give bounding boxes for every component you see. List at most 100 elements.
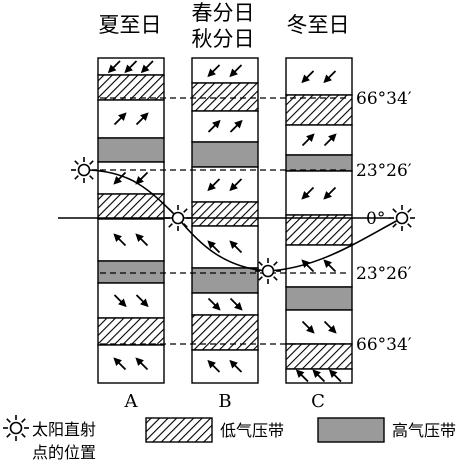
wind-belt xyxy=(191,292,259,316)
wind-belt xyxy=(97,344,165,384)
wind-arrow-icon xyxy=(301,186,315,200)
wind-arrow-icon xyxy=(323,70,337,84)
column-label-C: C xyxy=(311,391,325,412)
low-pressure-belt xyxy=(191,82,259,112)
legend: 太阳直射 点的位置 低气压带 高气压带 xyxy=(2,414,456,462)
low-pressure-belt xyxy=(285,94,353,126)
belt-columns xyxy=(97,57,353,384)
wind-arrow-icon xyxy=(301,320,315,334)
wind-arrow-icon xyxy=(229,297,243,311)
lat-label-eq: 0° xyxy=(366,209,385,229)
wind-arrow-icon xyxy=(328,369,342,383)
wind-arrow-icon xyxy=(113,171,127,185)
wind-arrow-icon xyxy=(312,369,326,383)
wind-arrow-icon xyxy=(207,178,221,192)
wind-arrow-icon xyxy=(113,112,127,126)
wind-arrow-icon xyxy=(135,171,149,185)
wind-arrow-icon xyxy=(229,178,243,192)
low-pressure-belt xyxy=(191,314,259,351)
legend-low-pressure-swatch xyxy=(145,417,213,443)
legend-sun-label-line1: 太阳直射 xyxy=(32,420,96,439)
header-equinox-spring: 春分日 xyxy=(192,1,255,25)
sun-icon-equinox xyxy=(164,204,192,232)
high-pressure-belt xyxy=(191,267,259,294)
header-equinox-autumn: 秋分日 xyxy=(192,27,255,51)
belt-column-C xyxy=(285,57,353,384)
column-label-A: A xyxy=(124,391,139,412)
high-pressure-belt xyxy=(97,137,165,163)
wind-arrow-icon xyxy=(113,357,127,371)
wind-arrow-icon xyxy=(207,119,221,133)
sun-icon-summer xyxy=(70,156,98,184)
wind-arrow-icon xyxy=(107,60,121,74)
wind-belt xyxy=(285,309,353,345)
wind-belt xyxy=(97,218,165,262)
low-pressure-belt xyxy=(97,317,165,346)
lat-label-n23: 23°26′ xyxy=(356,161,412,181)
wind-arrow-icon xyxy=(207,240,221,254)
wind-arrow-icon xyxy=(229,240,243,254)
wind-belt xyxy=(191,349,259,384)
wind-arrow-icon xyxy=(323,320,337,334)
wind-belt xyxy=(285,57,353,96)
sun-icon-winter xyxy=(254,257,282,285)
column-label-B: B xyxy=(218,391,231,412)
low-pressure-belt xyxy=(97,74,165,101)
wind-belt xyxy=(191,225,259,269)
low-pressure-belt xyxy=(285,343,353,370)
wind-arrow-icon xyxy=(135,112,149,126)
wind-arrow-icon xyxy=(207,359,221,373)
latitude-lines xyxy=(100,97,350,345)
wind-arrow-icon xyxy=(229,359,243,373)
wind-arrow-icon xyxy=(301,70,315,84)
wind-belt xyxy=(285,124,353,156)
wind-belt xyxy=(285,244,353,288)
wind-arrow-icon xyxy=(323,133,337,147)
legend-sun-label-line2: 点的位置 xyxy=(32,443,96,462)
legend-low-pressure-label: 低气压带 xyxy=(220,421,284,440)
high-pressure-belt xyxy=(285,154,353,172)
lat-label-s23: 23°26′ xyxy=(356,264,412,284)
wind-arrow-icon xyxy=(323,186,337,200)
wind-belt xyxy=(97,99,165,139)
wind-arrow-icon xyxy=(113,294,127,308)
high-pressure-belt xyxy=(191,141,259,168)
low-pressure-belt xyxy=(191,201,259,227)
wind-arrow-icon xyxy=(140,60,154,74)
belt-column-A xyxy=(97,57,165,384)
wind-belt xyxy=(285,170,353,216)
belt-column-B xyxy=(191,57,259,384)
wind-belt xyxy=(191,110,259,143)
wind-belt xyxy=(191,166,259,203)
low-pressure-belt xyxy=(97,193,165,220)
wind-arrow-icon xyxy=(124,60,138,74)
wind-arrow-icon xyxy=(301,133,315,147)
lat-label-s66: 66°34′ xyxy=(356,335,412,355)
lat-label-n66: 66°34′ xyxy=(356,89,412,109)
sun-icon-equinox-return xyxy=(388,204,416,232)
header-summer-solstice: 夏至日 xyxy=(99,13,162,37)
high-pressure-belt xyxy=(285,286,353,311)
sun-path-curve xyxy=(83,169,403,272)
high-pressure-belt xyxy=(97,260,165,284)
wind-arrow-icon xyxy=(135,294,149,308)
legend-high-pressure-swatch xyxy=(317,417,385,443)
wind-arrow-icon xyxy=(229,64,243,78)
wind-belt xyxy=(97,161,165,195)
wind-arrow-icon xyxy=(295,369,309,383)
wind-arrow-icon xyxy=(113,233,127,247)
wind-belt xyxy=(191,57,259,84)
wind-arrow-icon xyxy=(207,297,221,311)
legend-sun-icon xyxy=(2,414,30,442)
wind-arrow-icon xyxy=(301,259,315,273)
low-pressure-belt xyxy=(285,214,353,246)
wind-arrow-icon xyxy=(135,233,149,247)
legend-high-pressure-label: 高气压带 xyxy=(392,421,456,440)
wind-arrow-icon xyxy=(207,64,221,78)
wind-arrow-icon xyxy=(323,259,337,273)
wind-belt xyxy=(97,282,165,319)
wind-arrow-icon xyxy=(135,357,149,371)
wind-arrow-icon xyxy=(229,119,243,133)
header-winter-solstice: 冬至日 xyxy=(287,13,350,37)
